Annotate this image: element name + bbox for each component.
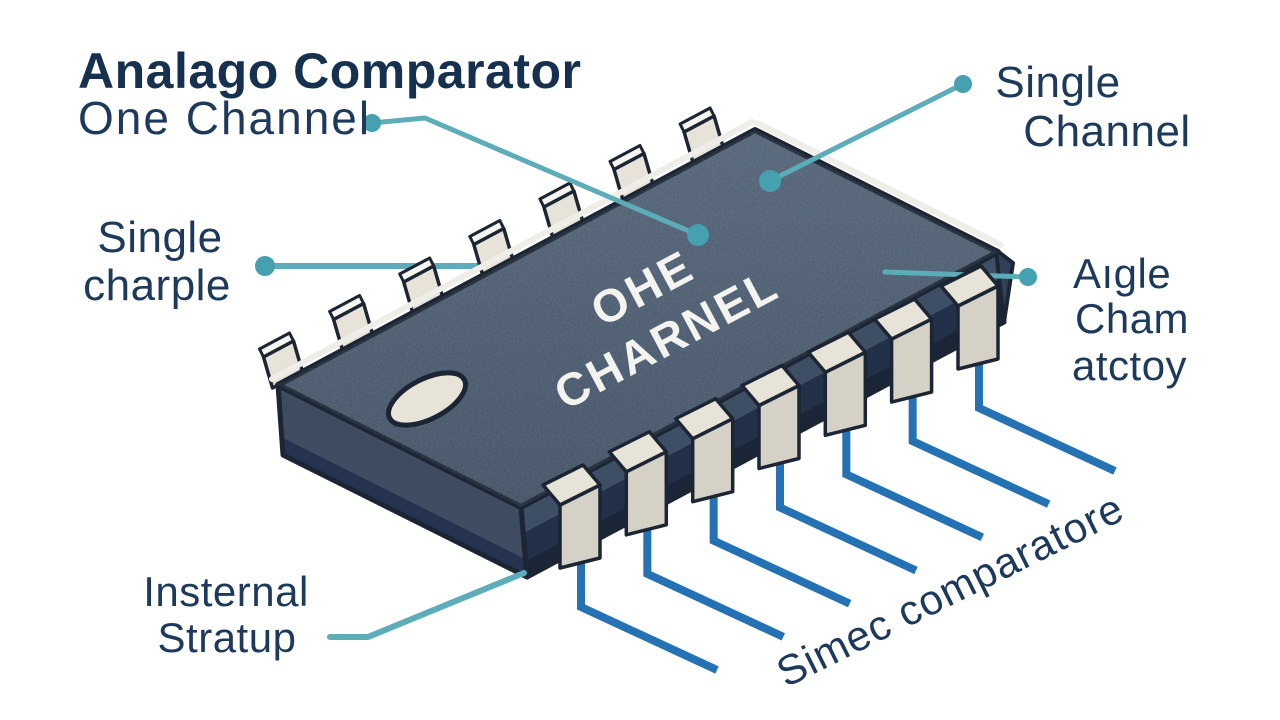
chip-left-face-shadow [281,437,527,577]
page-subtitle: One Channel [78,92,371,144]
pin-wires [577,356,1117,674]
front-pin-wire [974,356,1117,475]
front-pin-wire [908,390,1051,508]
callout-line-top-right-label [767,81,966,184]
pin1-indicator-dimple [385,370,469,428]
front-pin-wire [577,556,719,674]
label-bottom-left-line1: Insternal [143,568,309,615]
front-pin-row [541,264,1000,570]
chip-back-edge-highlight [269,119,755,382]
page-title: Analago Comparator [78,43,582,99]
front-pin-top [939,264,1000,308]
front-pin-top [673,396,735,441]
label-right-line3: atctoy [1072,342,1187,389]
label-left-line1: Single [97,213,222,262]
label-right-line2: Cham [1075,295,1189,342]
callout-dot-right-label [1019,268,1037,286]
chip-corner-bevel [994,248,1015,324]
callout-line-right-label [882,269,1031,280]
front-pin-wire [842,423,985,541]
label-top-right-line2: Channel [1023,107,1190,156]
callout-line-bottom-left-label [327,570,527,640]
label-left-line2: charple [83,261,231,310]
front-pin-top [872,297,934,341]
front-pin-top [740,363,801,408]
callout-line-title [369,115,701,238]
callout-dot-top-right-label [954,75,972,93]
front-pin-top [541,463,602,507]
chip-right-edge-highlight [754,120,1004,248]
callout-dot-title-chip [687,224,709,246]
label-right-line1: Aıgle [1073,250,1171,297]
callout-dot-title-label [363,114,381,132]
front-pin-wire [775,456,918,575]
label-bottom-left-line2: Stratup [158,614,297,661]
label-top-right-line1: Single [995,58,1120,107]
callout-dot-top-right-chip [759,170,781,192]
front-pin-wire [709,489,852,608]
front-pin-wire [643,522,786,641]
front-pin-top [806,330,868,375]
callout-dot-left-label [255,256,275,276]
front-pin-top [607,430,669,474]
chip-top-face-texture [278,130,998,507]
